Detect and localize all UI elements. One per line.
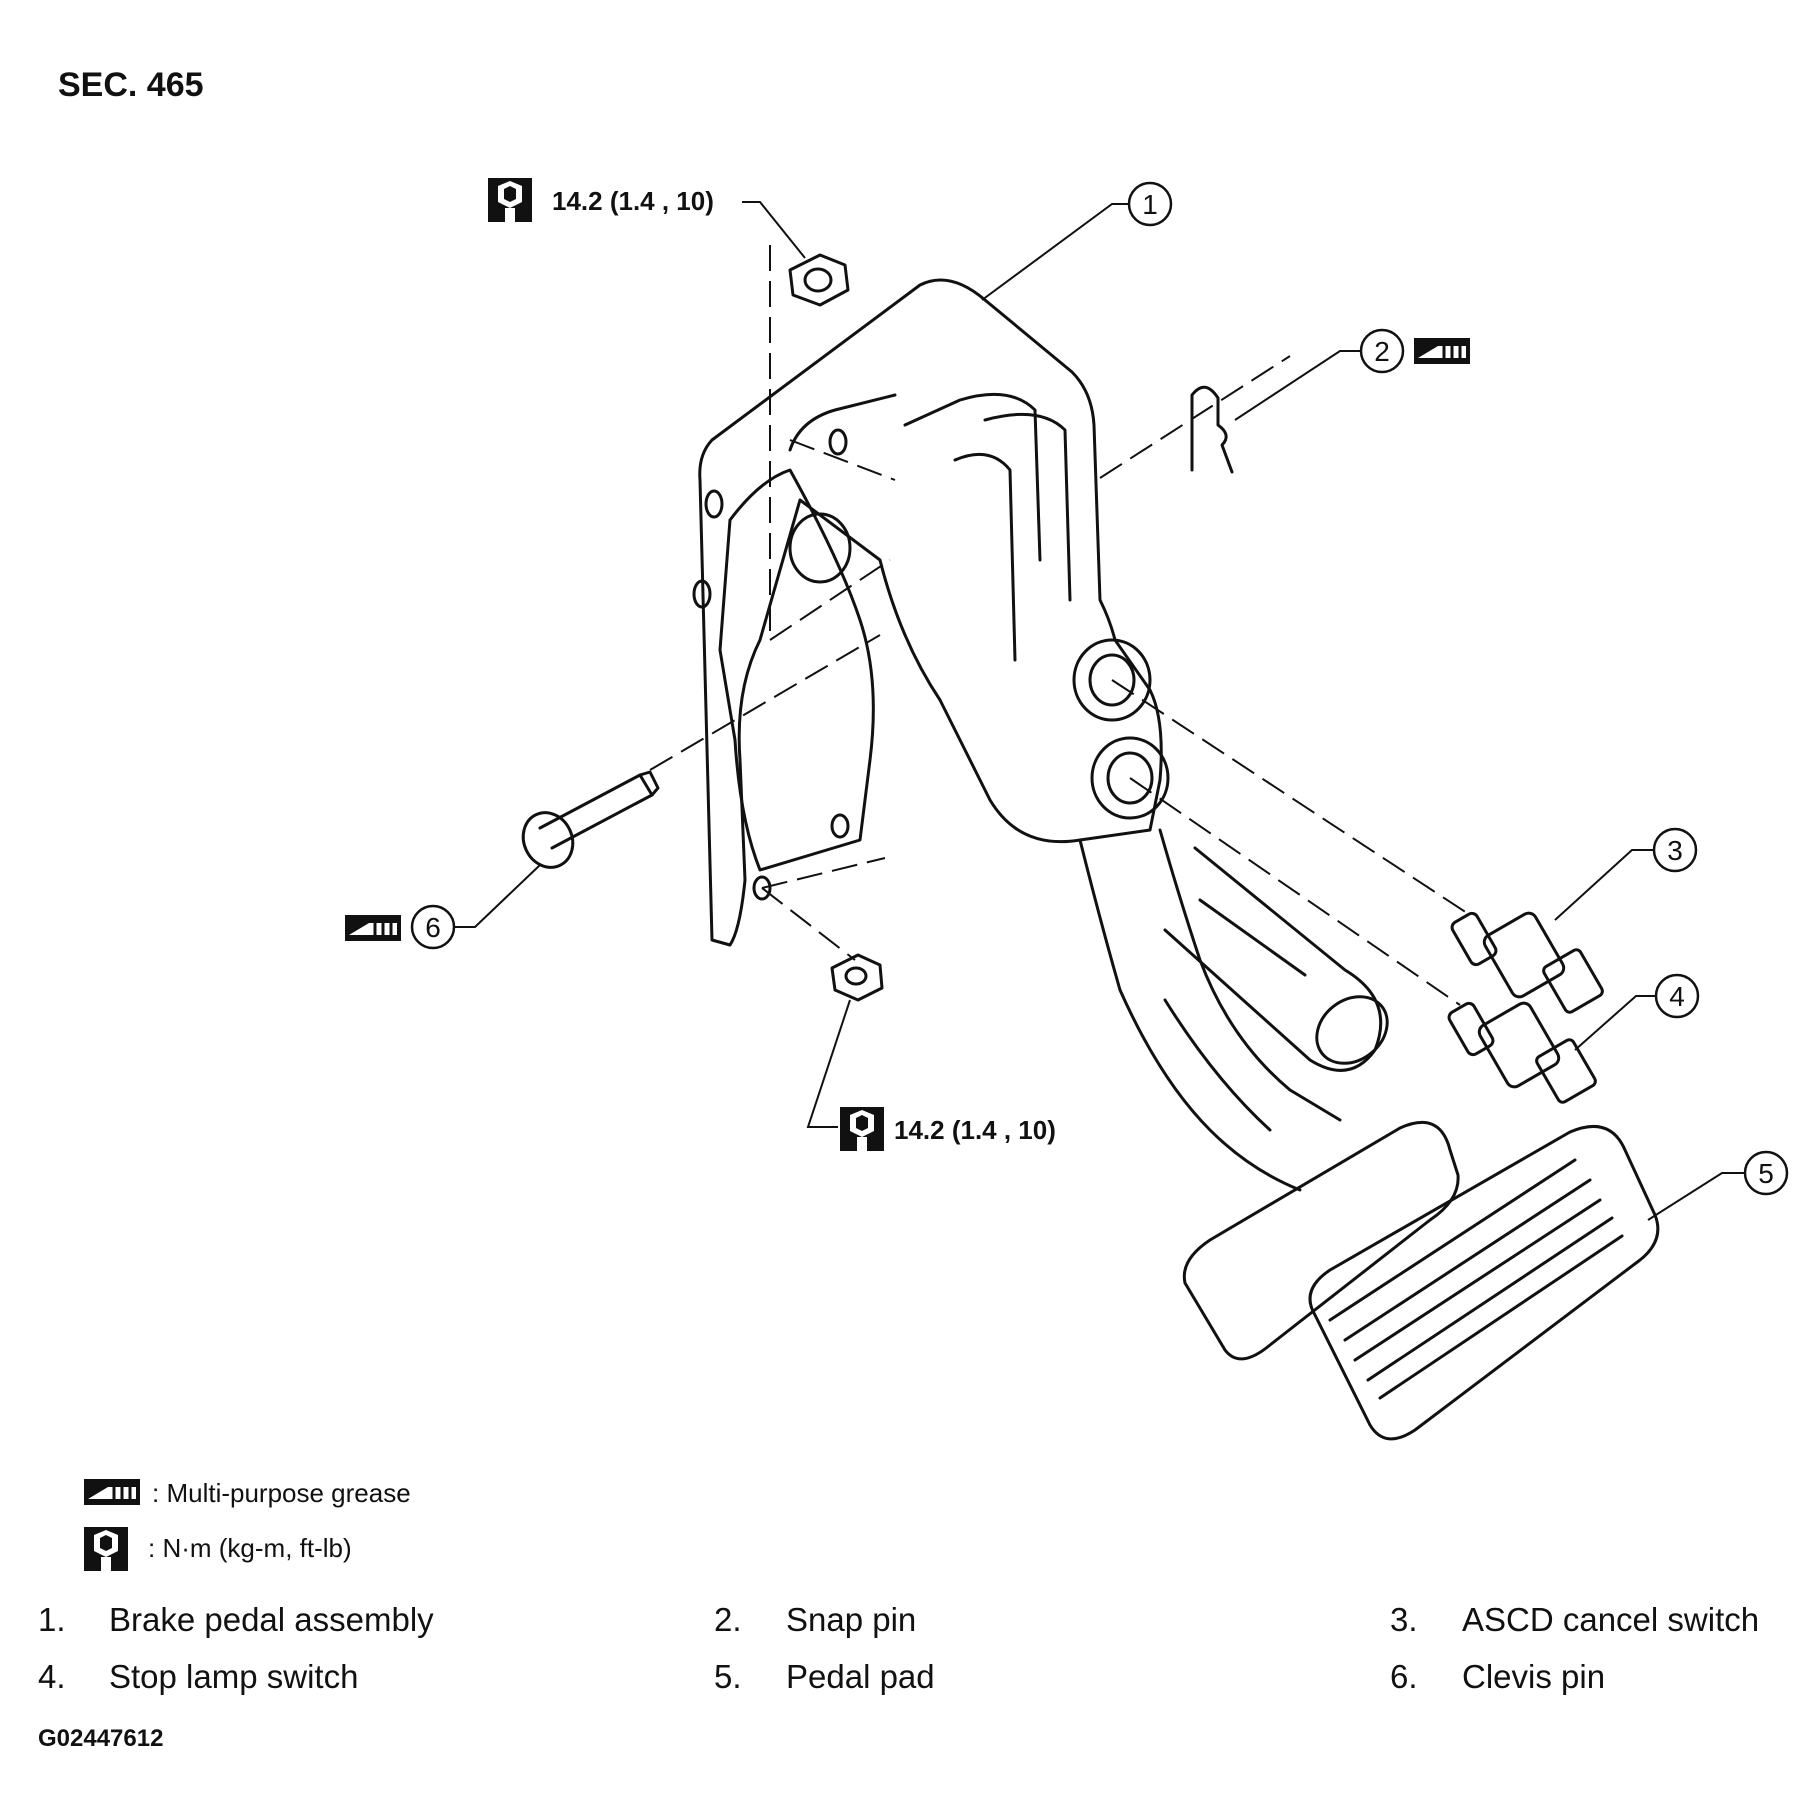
part-num-6: 6. bbox=[1390, 1658, 1418, 1695]
clevis-pin-drawing bbox=[521, 770, 660, 869]
torque-wrench-icon bbox=[840, 1107, 884, 1151]
torque-label-upper: 14.2 (1.4 , 10) bbox=[552, 186, 714, 216]
switch-boss-lower bbox=[1106, 751, 1154, 805]
part-num-4: 4. bbox=[38, 1658, 66, 1695]
callout-circle-5 bbox=[1743, 1150, 1789, 1196]
part-name-3: ASCD cancel switch bbox=[1462, 1601, 1759, 1638]
legend-grease: : Multi-purpose grease bbox=[152, 1478, 411, 1508]
stop-lamp-switch-drawing bbox=[1447, 1001, 1597, 1104]
snap-pin-drawing bbox=[1190, 385, 1234, 474]
bracket-rib-4 bbox=[788, 393, 897, 452]
grease-gun-icon bbox=[82, 1477, 142, 1507]
bracket-rib-2 bbox=[953, 452, 1017, 662]
torque-wrench-icon bbox=[488, 178, 532, 222]
grease-gun-icon bbox=[1412, 336, 1472, 366]
bracket-rib-3 bbox=[983, 412, 1072, 602]
part-name-5: Pedal pad bbox=[786, 1658, 935, 1695]
pedal-bracket bbox=[698, 278, 1163, 947]
pedal-pad-rear bbox=[1182, 1120, 1460, 1361]
pivot-shaft bbox=[1163, 846, 1383, 1072]
part-name-4: Stop lamp switch bbox=[109, 1658, 358, 1695]
ascd-switch-drawing bbox=[1450, 911, 1604, 1014]
pedal-lever-brake bbox=[1078, 838, 1302, 1192]
part-name-1: Brake pedal assembly bbox=[109, 1601, 434, 1638]
switch-boss-upper bbox=[1088, 653, 1136, 707]
torque-label-lower: 14.2 (1.4 , 10) bbox=[894, 1115, 1056, 1145]
callout-circle-1 bbox=[1127, 181, 1173, 227]
lower-nut-drawing bbox=[830, 953, 884, 1002]
part-name-2: Snap pin bbox=[786, 1601, 916, 1638]
pedal-lever-brake-2 bbox=[1158, 828, 1342, 1122]
legend-torque: : N·m (kg-m, ft-lb) bbox=[148, 1533, 352, 1563]
bracket-rib-1 bbox=[903, 392, 1042, 562]
callout-6: 6 bbox=[425, 912, 441, 943]
callout-1: 1 bbox=[1142, 189, 1158, 220]
part-num-5: 5. bbox=[714, 1658, 742, 1695]
callout-circle-3 bbox=[1652, 827, 1698, 873]
torque-wrench-icon bbox=[84, 1527, 128, 1571]
bracket-inner bbox=[718, 468, 875, 872]
part-num-2: 2. bbox=[714, 1601, 742, 1638]
callout-3: 3 bbox=[1667, 835, 1683, 866]
callout-4: 4 bbox=[1669, 981, 1685, 1012]
callout-5: 5 bbox=[1758, 1158, 1774, 1189]
callout-2: 2 bbox=[1374, 336, 1390, 367]
part-name-6: Clevis pin bbox=[1462, 1658, 1605, 1695]
callout-circle-2 bbox=[1359, 328, 1405, 374]
pivot-hole bbox=[788, 512, 852, 584]
part-num-3: 3. bbox=[1390, 1601, 1418, 1638]
grease-gun-icon bbox=[343, 913, 403, 943]
pedal-pad-front bbox=[1308, 1124, 1660, 1441]
section-label: SEC. 465 bbox=[58, 66, 204, 104]
figure-id: G02447612 bbox=[38, 1725, 164, 1752]
callout-circle-4 bbox=[1654, 973, 1700, 1019]
callout-circle-6 bbox=[410, 904, 456, 950]
upper-nut-drawing bbox=[788, 253, 850, 307]
part-num-1: 1. bbox=[38, 1601, 66, 1638]
